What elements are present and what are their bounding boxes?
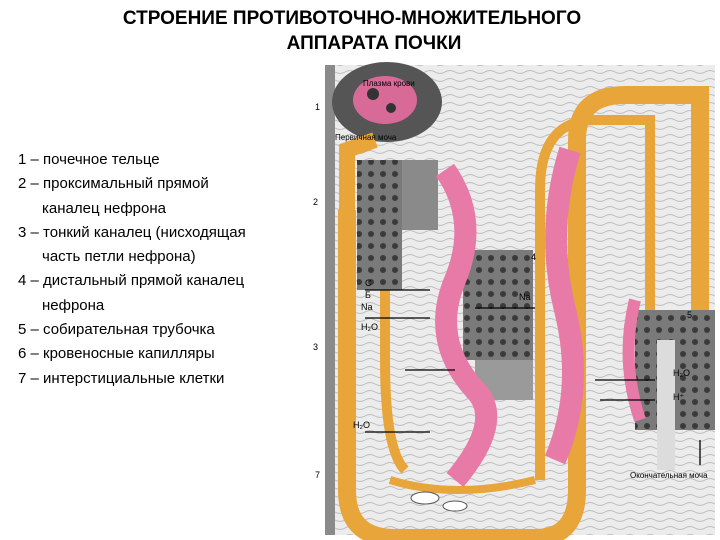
glomerulus-nucleus (386, 103, 396, 113)
legend: 1 – почечное тельце 2 – проксимальный пр… (18, 148, 318, 391)
ion-h2o-1: H₂O (361, 322, 378, 332)
glomerulus-nucleus (367, 88, 379, 100)
title-line-2: АППАРАТА ПОЧКИ (286, 33, 462, 54)
final-urine-label: Окончательная моча (630, 471, 708, 480)
legend-item-6: 6 – кровеносные капилляры (18, 345, 215, 363)
flow-arrows (365, 289, 701, 465)
descending-tubule (338, 86, 709, 540)
interstitial-cell (410, 491, 440, 505)
legend-item-3-cont: часть петли нефрона) (42, 248, 196, 266)
marker-7: 7 (315, 470, 320, 480)
distal-tubule-cells (463, 250, 533, 360)
capillary-far-right (622, 298, 646, 422)
ion-c: С (365, 278, 372, 288)
capillary-right (544, 146, 584, 465)
proximal-neck (339, 132, 378, 210)
legend-item-4-cont: нефрона (42, 296, 105, 314)
marker-2: 2 (313, 197, 318, 207)
ion-b: Б (365, 290, 371, 300)
plasma-label: Плазма крови (363, 79, 415, 88)
title-line-1: СТРОЕНИЕ ПРОТИВОТОЧНО-МНОЖИТЕЛЬНОГО (122, 8, 582, 29)
loop-bend (388, 476, 536, 494)
kidney-diagram: Плазма крови Первичная моча Окончательна… (305, 60, 720, 540)
legend-item-5: 5 – собирательная трубочка (18, 321, 215, 339)
glomerulus (353, 76, 417, 124)
proximal-tubule-cells-right (402, 160, 438, 230)
proximal-tubule-cells (357, 160, 402, 290)
legend-item-4: 4 – дистальный прямой каналец (18, 272, 245, 290)
page-title: СТРОЕНИЕ ПРОТИВОТОЧНО-МНОЖИТЕЛЬНОГО АППА… (0, 6, 720, 56)
marker-5: 5 (687, 310, 692, 320)
ion-na-1: Na (361, 302, 373, 312)
marker-4: 4 (531, 252, 536, 262)
legend-item-2-cont: каналец нефрона (42, 199, 166, 217)
primary-urine-label: Первичная моча (335, 133, 397, 142)
legend-item-3: 3 – тонкий каналец (нисходящая (18, 223, 246, 241)
marker-1: 1 (315, 102, 320, 112)
ion-na-2: Na (519, 292, 531, 302)
legend-item-1: 1 – почечное тельце (18, 151, 160, 168)
interstitial-cell (442, 500, 468, 512)
inner-loop (380, 115, 655, 480)
legend-item-2: 2 – проксимальный прямой (18, 175, 209, 193)
ion-h2o-2: H₂O (353, 420, 370, 430)
legend-item-7: 7 – интерстициальные клетки (18, 369, 225, 387)
left-dark-border (325, 65, 335, 535)
collecting-duct-lumen (657, 340, 675, 470)
capillary-left (435, 163, 498, 488)
kidney-diagram-svg: Плазма крови Первичная моча Окончательна… (313, 62, 715, 540)
marker-3: 3 (313, 342, 318, 352)
ion-h2o-3: H₂O (673, 368, 690, 378)
ion-h: H⁺ (673, 392, 684, 402)
